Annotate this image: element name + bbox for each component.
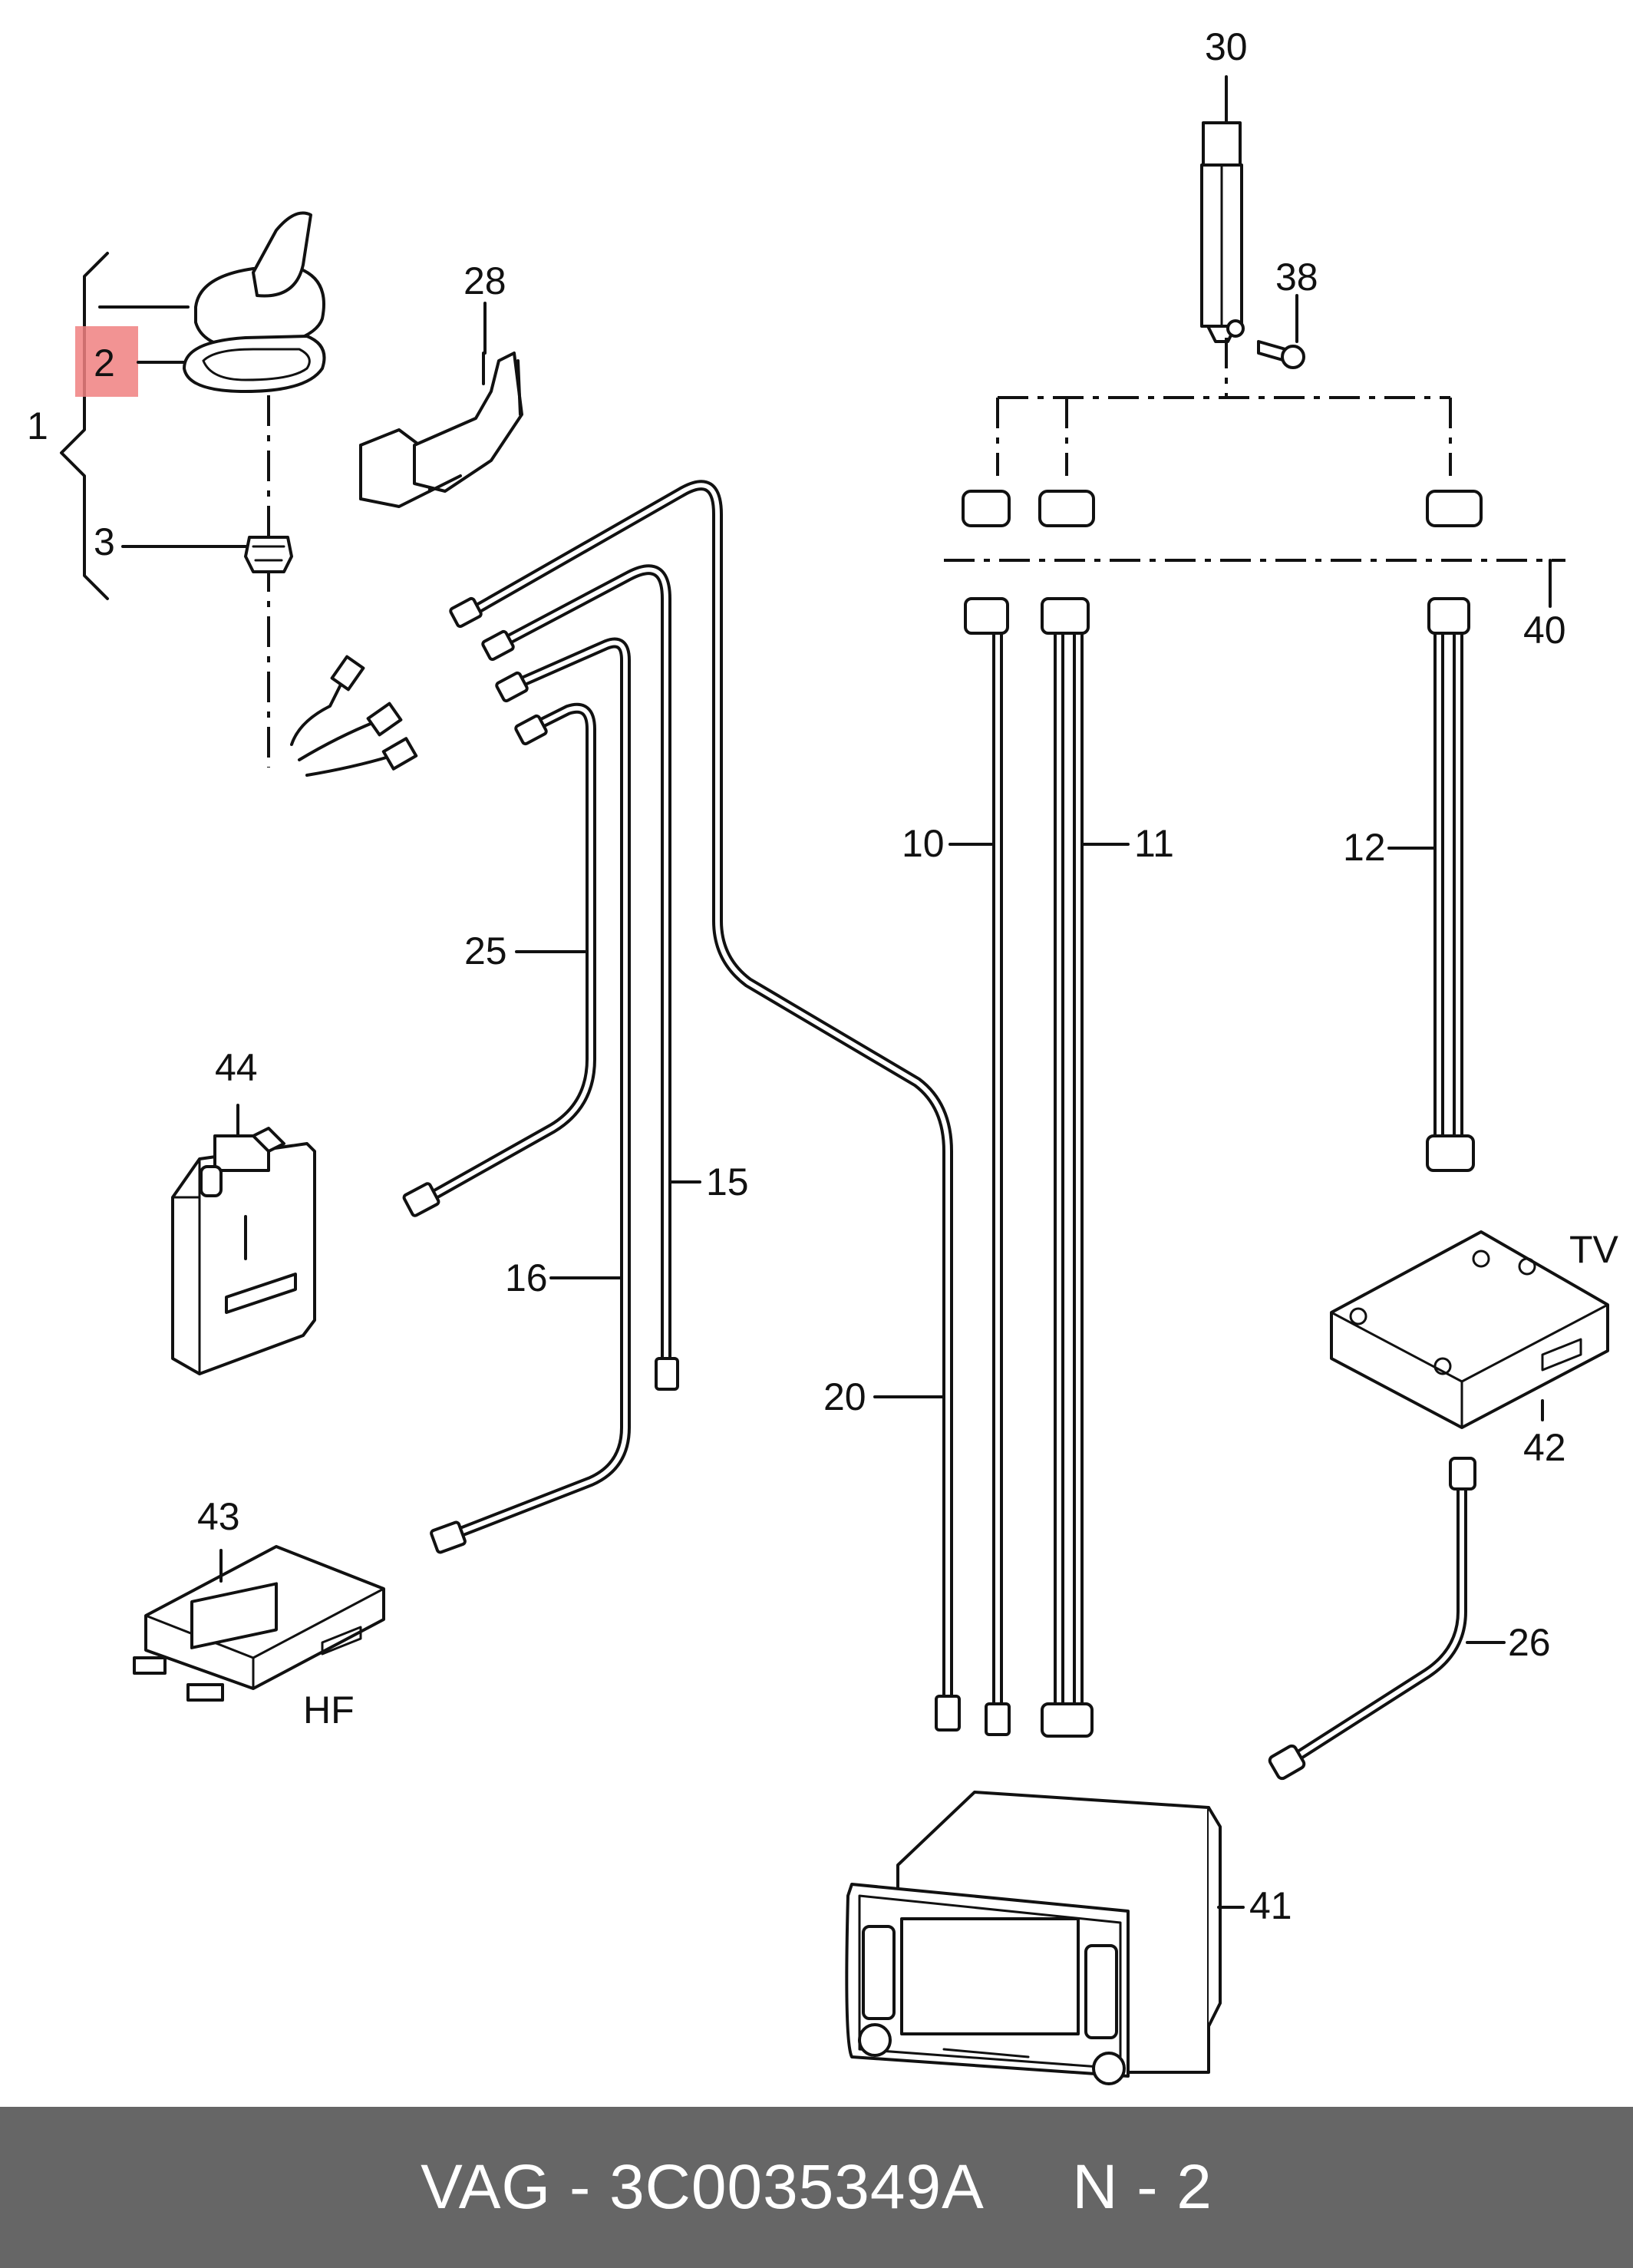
footer-bar: VAG - 3C0035349A N - 2	[0, 2107, 1633, 2268]
part-number-caption: VAG - 3C0035349A N - 2	[421, 2152, 1212, 2222]
antenna-assembly	[60, 211, 418, 777]
cable-26	[1268, 1457, 1476, 1781]
label-part-2: 2	[94, 342, 115, 385]
parts-diagram: 1 2 3 28 30 38 40 10 11 12 25 44 15 16 2…	[27, 25, 1619, 2085]
label-part-43: 43	[197, 1495, 240, 1538]
module-part-44	[171, 1127, 316, 1375]
cable-bundle	[402, 480, 961, 1732]
highlight-part-2	[75, 326, 138, 397]
cables-10-11-12	[964, 597, 1475, 1738]
label-part-41: 41	[1249, 1884, 1292, 1927]
label-hf: HF	[303, 1689, 355, 1732]
label-part-42: 42	[1523, 1426, 1566, 1469]
label-part-12: 12	[1343, 826, 1386, 869]
label-part-3: 3	[94, 520, 115, 563]
label-part-11: 11	[1134, 822, 1174, 865]
label-part-16: 16	[505, 1256, 548, 1299]
label-part-25: 25	[464, 929, 507, 972]
label-part-40: 40	[1523, 609, 1566, 652]
screw-part-38	[1257, 340, 1305, 369]
head-unit-part-41	[845, 1791, 1222, 2085]
filter-part-30	[1200, 121, 1245, 343]
label-part-44: 44	[215, 1046, 258, 1089]
label-part-20: 20	[823, 1375, 866, 1418]
label-part-26: 26	[1508, 1621, 1551, 1664]
label-part-1: 1	[27, 404, 48, 447]
label-part-28: 28	[464, 259, 506, 302]
part-labels: 1 2 3 28 30 38 40 10 11 12 25 44 15 16 2…	[27, 25, 1619, 1927]
label-part-10: 10	[902, 822, 945, 865]
module-part-43	[133, 1545, 385, 1702]
label-part-30: 30	[1205, 25, 1248, 68]
label-part-38: 38	[1275, 256, 1318, 299]
clip-part-28	[359, 352, 523, 508]
tv-module-part-42	[1330, 1230, 1609, 1429]
label-part-15: 15	[706, 1160, 749, 1203]
label-tv: TV	[1569, 1228, 1619, 1271]
